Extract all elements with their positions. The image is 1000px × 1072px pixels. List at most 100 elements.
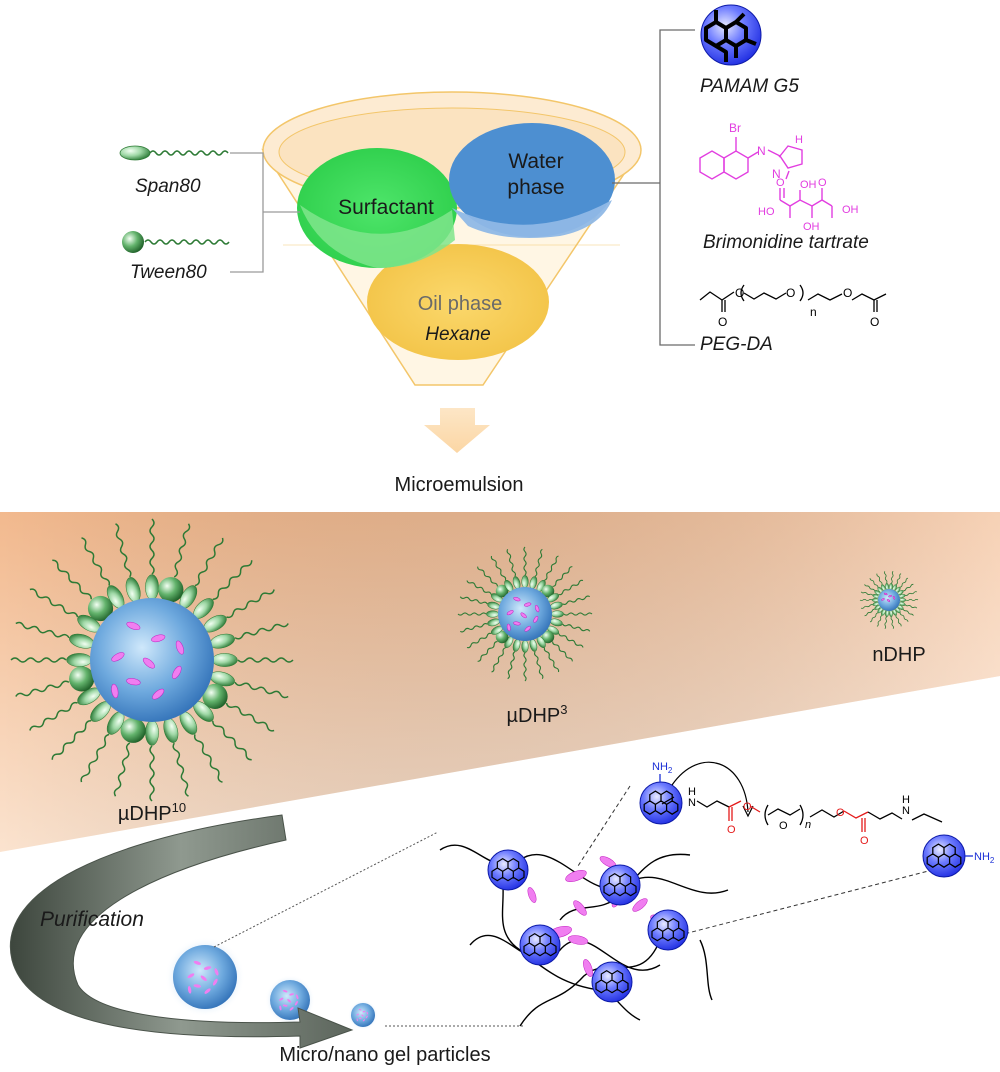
oh-atom-2: OH — [803, 221, 820, 233]
span80-tail-icon — [149, 150, 229, 156]
reaction-pamam-left-icon — [639, 781, 683, 825]
zoom-line-top — [213, 831, 439, 948]
hexane-label: Hexane — [425, 324, 491, 345]
reaction-arrowhead — [742, 805, 754, 818]
reaction-linker-right — [867, 811, 943, 823]
reaction-linker-black — [661, 796, 730, 808]
rx-o-chain: O — [779, 820, 788, 832]
muDHP10-particle — [10, 518, 294, 802]
purification-label: Purification — [40, 908, 144, 931]
down-arrow-icon — [424, 408, 490, 453]
oil-phase-label: Oil phase — [418, 293, 503, 315]
muDHP3-label: µDHP3 — [507, 702, 568, 727]
network-strand-1 — [469, 934, 661, 971]
water-phase-label-2: phase — [507, 176, 564, 199]
pegda-o-ester1: O — [735, 286, 744, 300]
network-pamam-1 — [599, 864, 641, 906]
rx-n-left: N — [688, 797, 696, 809]
gel-particle-small — [348, 1000, 378, 1030]
water-phase-ellipse — [449, 123, 615, 237]
rx-nh2-left: NH2 — [652, 761, 673, 775]
rx-h-left: H — [688, 786, 696, 798]
pegda-o-carbonyl2: O — [870, 315, 879, 329]
purification-arrow — [9, 814, 354, 1049]
tween80-tail-icon — [144, 239, 230, 245]
overlap-surfactant-region — [300, 205, 455, 268]
network-strand-0 — [439, 844, 729, 894]
reaction-curved-arrow — [671, 761, 749, 813]
particles-layer — [10, 518, 919, 1030]
reaction-scheme: NH2 N H O O O n O O H N NH2 — [639, 761, 995, 878]
rx-o-carb2: O — [860, 835, 869, 847]
pegda-o-chain: O — [786, 286, 795, 300]
network-drug-6 — [567, 935, 589, 945]
tween80-head-icon — [122, 231, 144, 253]
span80-head-icon — [119, 145, 151, 161]
rx-o-ester2: O — [836, 807, 845, 819]
pamam-icon — [700, 4, 762, 66]
oh-atom-1: OH — [800, 179, 817, 191]
n-h-atom: N — [757, 144, 766, 158]
oil-phase-ellipse — [367, 244, 549, 360]
water-components: PAMAM G5 Br N H N — [612, 4, 887, 355]
nDHP-particle — [859, 571, 919, 629]
rx-o-ester1: O — [743, 801, 752, 813]
surfactant-bracket — [230, 152, 300, 273]
rx-h-right: H — [902, 794, 910, 806]
pegda-o-carbonyl1: O — [718, 315, 727, 329]
pegda-n-subscript: n — [810, 305, 817, 319]
pegda-label: PEG-DA — [700, 334, 773, 355]
rx-o-carb1: O — [727, 824, 736, 836]
muDHP10-label: µDHP10 — [118, 800, 186, 825]
o-atom-2: O — [818, 177, 827, 189]
rx-nh2-right: NH2 — [974, 851, 995, 865]
network-pamam-0 — [487, 849, 529, 891]
reaction-pamam-right-icon — [922, 834, 966, 878]
gel-particles-label: Micro/nano gel particles — [279, 1044, 490, 1066]
oh-atom-3: OH — [842, 204, 859, 216]
network-strand-5 — [699, 939, 713, 1001]
reaction-ester-left-red — [728, 800, 761, 821]
nDHP-label: nDHP — [872, 644, 925, 666]
pamam-label: PAMAM G5 — [700, 76, 799, 97]
reaction-ester-right-red — [843, 810, 869, 832]
network-pamam-3 — [519, 924, 561, 966]
zoom-line-reaction-right — [687, 867, 941, 934]
brimonidine-label: Brimonidine tartrate — [703, 232, 869, 253]
network-drug-8 — [583, 959, 593, 977]
network-pamam-2 — [647, 909, 689, 951]
pegda-o-ester2: O — [843, 286, 852, 300]
network-strand-2 — [519, 939, 661, 1027]
pegda-structure — [699, 284, 887, 312]
network-pamam-4 — [591, 961, 633, 1003]
br-atom: Br — [729, 121, 741, 135]
microemulsion-label: Microemulsion — [395, 474, 524, 496]
network-drug-4 — [573, 900, 587, 916]
network-drug-0 — [565, 870, 587, 882]
tween80-label: Tween80 — [130, 262, 207, 283]
funnel: Surfactant Water phase Oil phase Hexane — [261, 91, 642, 386]
network-drug-7 — [632, 898, 648, 912]
h-atom: H — [795, 134, 803, 146]
reaction-peg-chain — [764, 804, 845, 826]
ho-atom: HO — [758, 206, 775, 218]
water-phase-label-1: Water — [508, 150, 563, 173]
surfactant-legend: Span80 Tween80 — [119, 145, 300, 283]
o-atom-1: O — [776, 177, 785, 189]
network-drug-2 — [527, 887, 537, 903]
reaction-pamam-right — [922, 834, 973, 878]
brimonidine-structure — [699, 137, 833, 218]
hydrogel-network — [439, 844, 729, 1027]
rx-n-right: N — [902, 805, 910, 817]
muDHP3-particle — [457, 546, 593, 682]
n-ring-atom: N — [772, 167, 781, 181]
water-components-bracket — [612, 29, 695, 346]
rx-n-sub: n — [805, 819, 811, 831]
reaction-pamam-left — [639, 774, 683, 825]
overlap-water-region — [452, 200, 612, 239]
surfactant-label: Surfactant — [338, 196, 434, 219]
gel-particle-large — [165, 937, 245, 1017]
zoom-line-reaction-left — [577, 785, 631, 867]
